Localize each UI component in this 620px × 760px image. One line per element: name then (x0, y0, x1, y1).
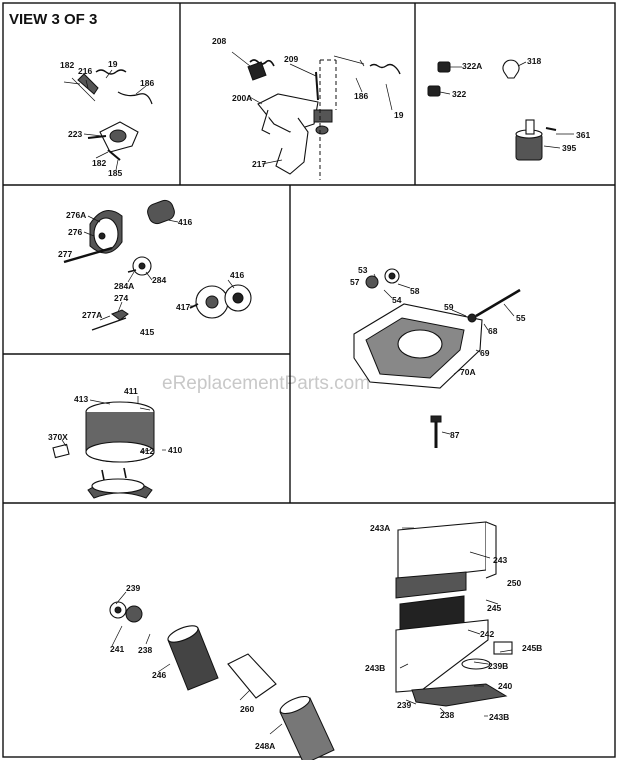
panel-cleaner-assembly: 243A 243 250 245 242 245B 239 241 238 24… (109, 521, 542, 760)
part-label-58: 58 (410, 286, 420, 296)
part-label-55: 55 (516, 313, 526, 323)
part-label-54: 54 (392, 295, 402, 305)
part-label-68: 68 (488, 326, 498, 336)
part-label-413: 413 (74, 394, 88, 404)
part-label-243a: 243A (370, 523, 390, 533)
governor-parts-drawing (63, 69, 153, 171)
part-label-318: 318 (527, 56, 541, 66)
part-label-69: 69 (480, 348, 490, 358)
part-label-186: 186 (140, 78, 154, 88)
part-label-246: 246 (152, 670, 166, 680)
part-label-185: 185 (108, 168, 122, 178)
panel-governor-linkage: 182 216 19 186 223 182 185 (60, 59, 154, 178)
part-label-70a: 70A (460, 367, 476, 377)
part-label-245b: 245B (522, 643, 542, 653)
part-label-370x: 370X (48, 432, 68, 442)
muffler-parts-drawing (63, 199, 252, 331)
solenoid-parts-drawing (427, 59, 574, 161)
part-label-243b2: 243B (489, 712, 509, 722)
part-label-322: 322 (452, 89, 466, 99)
air-cleaner-parts-drawing (52, 396, 166, 499)
part-label-238b: 238 (440, 710, 454, 720)
part-label-361: 361 (576, 130, 590, 140)
panel-muffler: 276A 416 276 277 284A 284 274 277A 415 4… (58, 199, 252, 337)
part-label-242: 242 (480, 629, 494, 639)
part-label-412: 412 (140, 446, 154, 456)
part-label-200a: 200A (232, 93, 252, 103)
part-label-209: 209 (284, 54, 298, 64)
part-label-59: 59 (444, 302, 454, 312)
part-label-208: 208 (212, 36, 226, 46)
part-label-417: 417 (176, 302, 190, 312)
part-label-216: 216 (78, 66, 92, 76)
part-label-416b: 416 (230, 270, 244, 280)
part-label-239: 239 (126, 583, 140, 593)
part-label-186: 186 (354, 91, 368, 101)
part-label-277a: 277A (82, 310, 102, 320)
cleaner-assembly-drawing (109, 521, 513, 760)
part-label-284a: 284A (114, 281, 134, 291)
part-label-87: 87 (450, 430, 460, 440)
part-label-243: 243 (493, 555, 507, 565)
part-label-416: 416 (178, 217, 192, 227)
part-label-239b: 239B (488, 661, 508, 671)
part-label-241: 241 (110, 644, 124, 654)
part-label-410: 410 (168, 445, 182, 455)
carburetor-parts-drawing (353, 268, 521, 448)
part-label-277: 277 (58, 249, 72, 259)
part-label-245: 245 (487, 603, 501, 613)
watermark: eReplacementParts.com (162, 373, 370, 394)
part-label-239b2: 239 (397, 700, 411, 710)
part-label-57: 57 (350, 277, 360, 287)
part-label-240: 240 (498, 681, 512, 691)
part-label-250: 250 (507, 578, 521, 588)
part-label-223: 223 (68, 129, 82, 139)
part-label-217: 217 (252, 159, 266, 169)
part-label-182b: 182 (92, 158, 106, 168)
part-label-284: 284 (152, 275, 166, 285)
part-label-276a: 276A (66, 210, 86, 220)
part-label-260: 260 (240, 704, 254, 714)
part-label-238: 238 (138, 645, 152, 655)
part-label-19: 19 (394, 110, 404, 120)
part-label-415: 415 (140, 327, 154, 337)
panel-air-cleaner: 413 411 370X 412 410 (48, 386, 182, 499)
part-label-243b: 243B (365, 663, 385, 673)
panel-control-bracket: 208 209 200A 186 19 217 (212, 36, 404, 180)
part-label-248a: 248A (255, 741, 275, 751)
panel-carburetor: 53 57 58 54 59 55 68 69 70A 87 (350, 265, 526, 448)
part-label-411: 411 (124, 386, 138, 396)
bracket-parts-drawing (231, 51, 401, 175)
part-label-276: 276 (68, 227, 82, 237)
part-label-53: 53 (358, 265, 368, 275)
part-label-322a: 322A (462, 61, 482, 71)
part-label-19: 19 (108, 59, 118, 69)
page-title: VIEW 3 OF 3 (9, 11, 97, 28)
panel-solenoid-parts: 322A 318 322 361 395 (427, 56, 590, 161)
part-label-395: 395 (562, 143, 576, 153)
part-label-182: 182 (60, 60, 74, 70)
part-label-274: 274 (114, 293, 128, 303)
